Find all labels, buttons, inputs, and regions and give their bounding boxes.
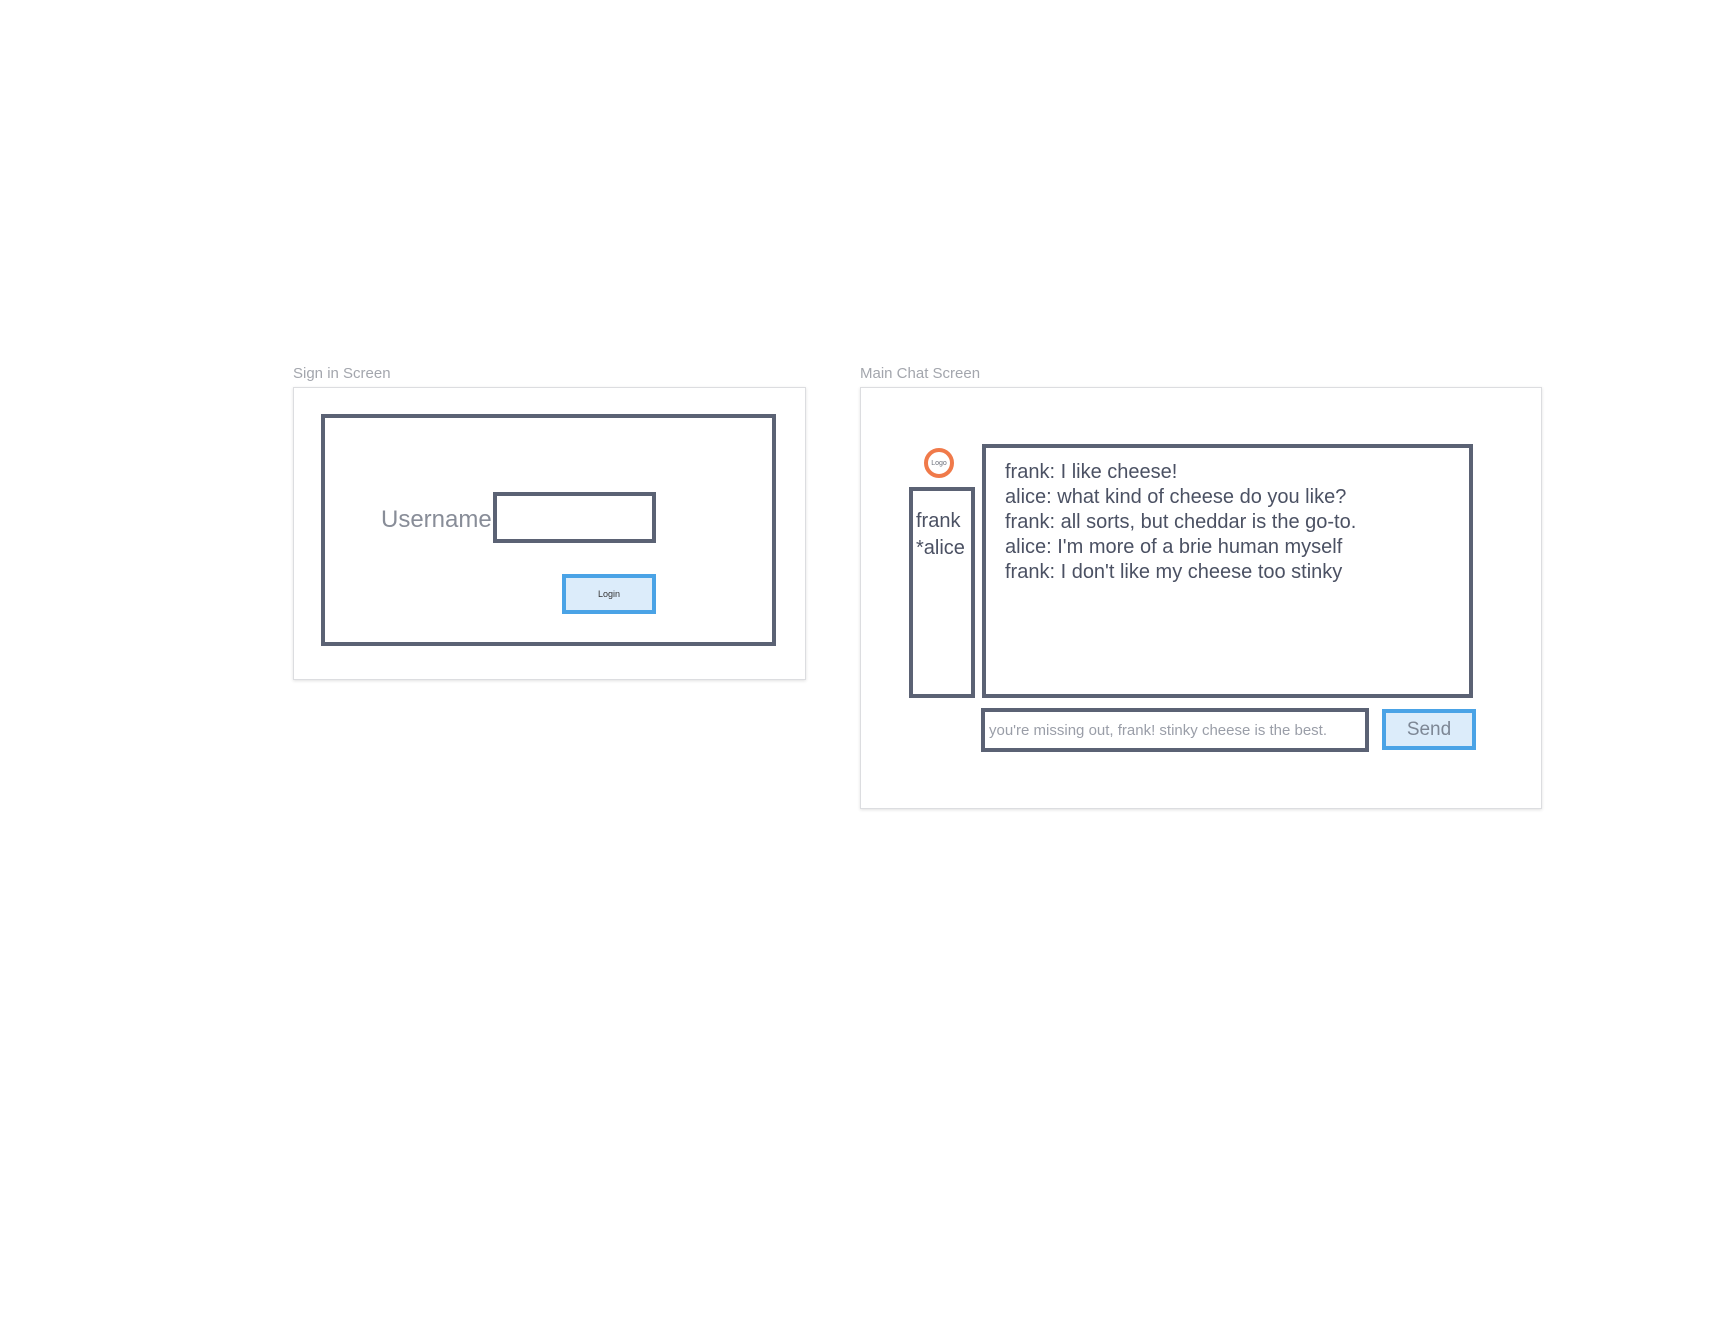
chat-message: frank: I don't like my cheese too stinky [1005, 561, 1343, 583]
chat-message: frank: I like cheese! [1005, 461, 1178, 483]
user-list-panel: frank *alice [909, 487, 975, 698]
sign-in-panel: Username Login [321, 414, 776, 646]
username-input[interactable] [493, 492, 656, 543]
main-chat-frame-title: Main Chat Screen [860, 365, 981, 382]
login-button[interactable]: Login [562, 574, 656, 614]
username-label: Username [381, 506, 492, 533]
message-input[interactable] [981, 708, 1369, 752]
user-list-item[interactable]: frank [916, 510, 961, 532]
user-list: frank *alice [916, 508, 965, 562]
chat-message: alice: I'm more of a brie human myself [1005, 536, 1343, 558]
chat-message: alice: what kind of cheese do you like? [1005, 486, 1347, 508]
sign-in-frame: Username Login [293, 387, 806, 680]
chat-message: frank: all sorts, but cheddar is the go-… [1005, 511, 1357, 533]
sign-in-frame-title: Sign in Screen [293, 365, 391, 382]
user-list-item[interactable]: *alice [916, 537, 965, 559]
send-button[interactable]: Send [1382, 709, 1476, 750]
message-list: frank: I like cheese! alice: what kind o… [1005, 460, 1356, 585]
message-panel: frank: I like cheese! alice: what kind o… [982, 444, 1473, 698]
logo-icon: Logo [924, 448, 954, 478]
main-chat-frame: Logo frank *alice frank: I like cheese! … [860, 387, 1542, 809]
